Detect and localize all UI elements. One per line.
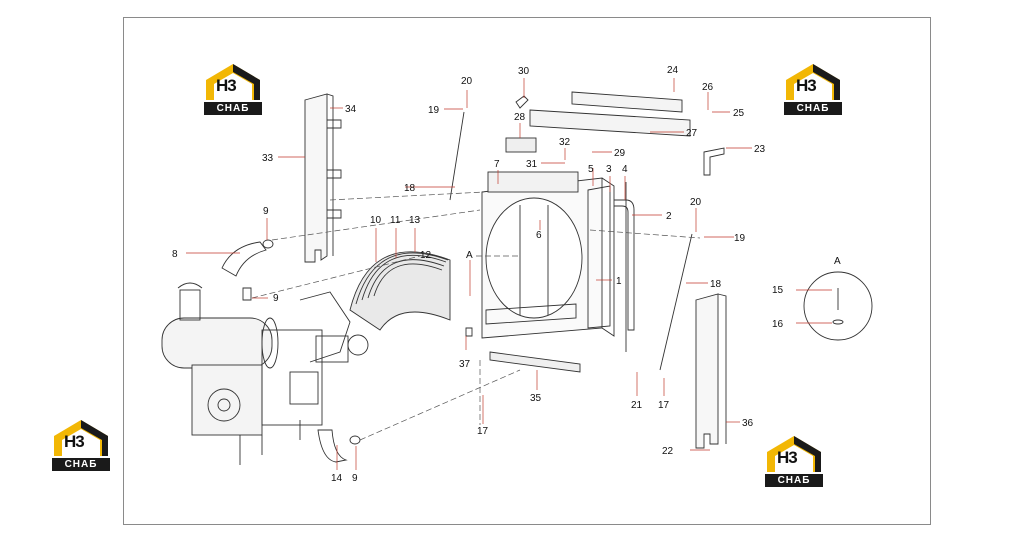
- support-rod-right: [659, 233, 693, 371]
- callout-14: 14: [331, 473, 343, 484]
- callout-27: 27: [686, 128, 698, 139]
- support-rod-left: [449, 111, 465, 201]
- callout-3: 3: [606, 164, 612, 175]
- callout-17-left: 17: [477, 426, 489, 437]
- logo-mark: H3: [796, 76, 817, 95]
- diagram-frame: [123, 17, 931, 525]
- upper-panel: [529, 109, 691, 137]
- logo-mark: H3: [64, 432, 85, 451]
- detail-a-circle: [803, 271, 873, 341]
- callout-26: 26: [702, 82, 714, 93]
- callout-29: 29: [614, 148, 626, 159]
- callout-9-lower: 9: [352, 473, 358, 484]
- logo-mark: H3: [216, 76, 237, 95]
- callout-15: 15: [772, 285, 784, 296]
- small-hose: [242, 287, 252, 301]
- callout-18-left: 18: [404, 183, 416, 194]
- callout-8: 8: [172, 249, 178, 260]
- callout-33: 33: [262, 153, 274, 164]
- lower-hose: [317, 429, 348, 463]
- callout-20-right: 20: [690, 197, 702, 208]
- callout-9-upper: 9: [263, 206, 269, 217]
- callout-4: 4: [622, 164, 628, 175]
- coolant-pipe: [614, 199, 635, 331]
- callout-28: 28: [514, 112, 526, 123]
- left-bracket: [304, 93, 342, 263]
- callout-1: 1: [616, 276, 622, 287]
- top-cover: [571, 91, 683, 113]
- upper-hose: [221, 241, 267, 277]
- logo-mark: H3: [777, 448, 798, 467]
- brand-logo-bottom-right: H3 СНАБ: [763, 434, 825, 488]
- callout-24: 24: [667, 65, 679, 76]
- callout-35: 35: [530, 393, 542, 404]
- radiator-core: [481, 171, 615, 339]
- callout-5: 5: [588, 164, 594, 175]
- callout-12: 12: [420, 250, 432, 261]
- side-bracket: [703, 147, 725, 176]
- callout-9-middle: 9: [273, 293, 279, 304]
- callout-19-right: 19: [734, 233, 746, 244]
- callout-7: 7: [494, 159, 500, 170]
- callout-31: 31: [526, 159, 538, 170]
- callout-18-right: 18: [710, 279, 722, 290]
- brand-logo-bottom-left: H3 СНАБ: [50, 418, 112, 472]
- callout-32: 32: [559, 137, 571, 148]
- right-bracket: [695, 293, 727, 449]
- brand-logo-top-left: H3 СНАБ: [202, 62, 264, 116]
- logo-plate: СНАБ: [765, 474, 823, 487]
- callout-2: 2: [666, 211, 672, 222]
- callout-10: 10: [370, 215, 382, 226]
- callout-19-left: 19: [428, 105, 440, 116]
- callout-20-left: 20: [461, 76, 473, 87]
- callout-30: 30: [518, 66, 530, 77]
- clip-30: [515, 95, 529, 109]
- callout-16: 16: [772, 319, 784, 330]
- logo-plate: СНАБ: [52, 458, 110, 471]
- engine-assembly: [161, 282, 369, 465]
- logo-plate: СНАБ: [784, 102, 842, 115]
- house-roof-icon: [767, 436, 821, 472]
- callout-23: 23: [754, 144, 766, 155]
- callout-34: 34: [345, 104, 357, 115]
- house-roof-icon: [206, 64, 260, 100]
- lower-bar: [489, 351, 581, 373]
- sensor-block: [505, 137, 537, 153]
- house-roof-icon: [786, 64, 840, 100]
- view-a-marker: A: [466, 250, 473, 261]
- callout-25: 25: [733, 108, 745, 119]
- callout-11: 11: [390, 215, 401, 226]
- logo-plate: СНАБ: [204, 102, 262, 115]
- fan-shroud-guard: [349, 251, 451, 331]
- callout-37: 37: [459, 359, 471, 370]
- brand-logo-top-right: H3 СНАБ: [782, 62, 844, 116]
- callout-13: 13: [409, 215, 421, 226]
- callout-21: 21: [631, 400, 643, 411]
- house-roof-icon: [54, 420, 108, 456]
- callout-22: 22: [662, 446, 674, 457]
- detail-a-label: A: [834, 256, 841, 267]
- callout-17-right: 17: [658, 400, 670, 411]
- callout-6: 6: [536, 230, 542, 241]
- callout-36: 36: [742, 418, 754, 429]
